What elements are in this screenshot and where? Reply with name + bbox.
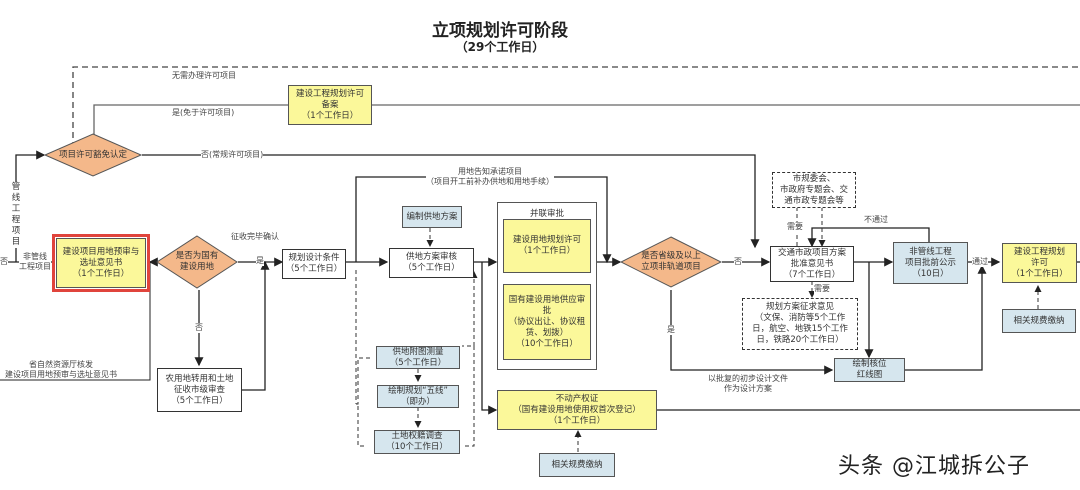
label-not-pass: 不通过 [864, 215, 888, 224]
label-need-solicit: 需要 [814, 284, 830, 294]
page-subtitle: （29个工作日） [455, 40, 545, 54]
label-yes-state-land: 是 [256, 256, 264, 266]
label-expropriation-confirm: 征收完毕确认 [231, 232, 279, 241]
no-permit-line [72, 66, 1080, 148]
compile-plan-box[interactable]: 编制供地方案 [402, 206, 462, 228]
label-no-provincial: 否 [734, 257, 742, 267]
publicity-box[interactable]: 非管线工程项目批前公示（10日） [893, 242, 968, 284]
label-pipeline-project: 管线工程项目 [11, 182, 21, 248]
state-land-decision[interactable]: 是否为国有建设用地 [156, 235, 238, 289]
label-non-pipeline: 非管线 工程项目 [19, 252, 51, 272]
label-notify-commit: 用地告知承诺项目 （项目开工前补办供地和用地手续） [426, 167, 554, 187]
red-line-box[interactable]: 绘制核位红线图 [834, 358, 905, 382]
page-title: 立项规划许可阶段 [432, 21, 568, 41]
provincial-project-decision[interactable]: 是否省级及以上立项非轨道项目 [620, 236, 722, 288]
label-no-state-land: 否 [195, 323, 203, 333]
survey-box[interactable]: 供地附图测量（5个工作日） [376, 346, 460, 369]
state-supply-approval-box[interactable]: 国有建设用地供应审批（协议出让、协议租赁、划拨）（10个工作日） [503, 284, 591, 360]
fee-payment-box-1[interactable]: 相关规费缴纳 [539, 453, 615, 477]
label-need-meetings: 需要 [787, 222, 803, 232]
label-no-permit-needed: 无需办理许可项目 [172, 71, 236, 80]
label-yes-exempt: 是(免于许可项目) [172, 108, 235, 117]
label-provincial-issue: 省自然资源厅核发 建设项目用地预审与选址意见书 [5, 360, 117, 379]
label-no-regular: 否(常规许可项目) [201, 150, 264, 160]
land-use-permit-box[interactable]: 建设用地规划许可（1个工作日） [503, 219, 591, 273]
watermark: 头条 @江城拆公子 [838, 454, 1030, 479]
meetings-box[interactable]: 市规委会、市政府专题会、交通市政专题会等 [772, 172, 856, 208]
five-lines-box[interactable]: 绘制规划“五线”（即办） [377, 385, 459, 408]
site-preaudit-box[interactable]: 建设项目用地预审与选址意见书（1个工作日） [52, 234, 150, 292]
label-left-no: 否 [0, 257, 8, 267]
parallel-approval-title: 并联审批 [529, 209, 564, 219]
transport-opinion-box[interactable]: 交通市政项目方案批准意见书（7个工作日） [770, 246, 854, 282]
supply-review-box[interactable]: 供地方案审核（5个工作日） [389, 248, 474, 278]
filing-box[interactable]: 建设工程规划许可备案（1个工作日） [288, 85, 372, 125]
planning-conditions-box[interactable]: 规划设计条件（5个工作日） [282, 249, 346, 279]
permit-exemption-decision[interactable]: 项目许可豁免认定 [44, 133, 142, 177]
label-pass: 通过 [972, 257, 988, 267]
property-cert-box[interactable]: 不动产权证（国有建设用地使用权首次登记）（1个工作日） [497, 390, 657, 430]
solicit-opinion-box[interactable]: 规划方案征求意见（文保、消防等5个工作日，航空、地铁15个工作日，铁路20个工作… [742, 298, 858, 350]
farmland-review-box[interactable]: 农用地转用和土地征收市级审查（5个工作日） [157, 368, 242, 412]
cadastral-box[interactable]: 土地权籍调查（10个工作日） [374, 430, 460, 454]
fee-payment-box-2[interactable]: 相关规费缴纳 [1002, 309, 1076, 333]
label-approved-docs: 以批复的初步设计文件 作为设计方案 [708, 374, 788, 393]
planning-permit-box[interactable]: 建设工程规划许可（1个工作日） [1002, 243, 1077, 283]
label-yes-provincial: 是 [667, 325, 675, 335]
